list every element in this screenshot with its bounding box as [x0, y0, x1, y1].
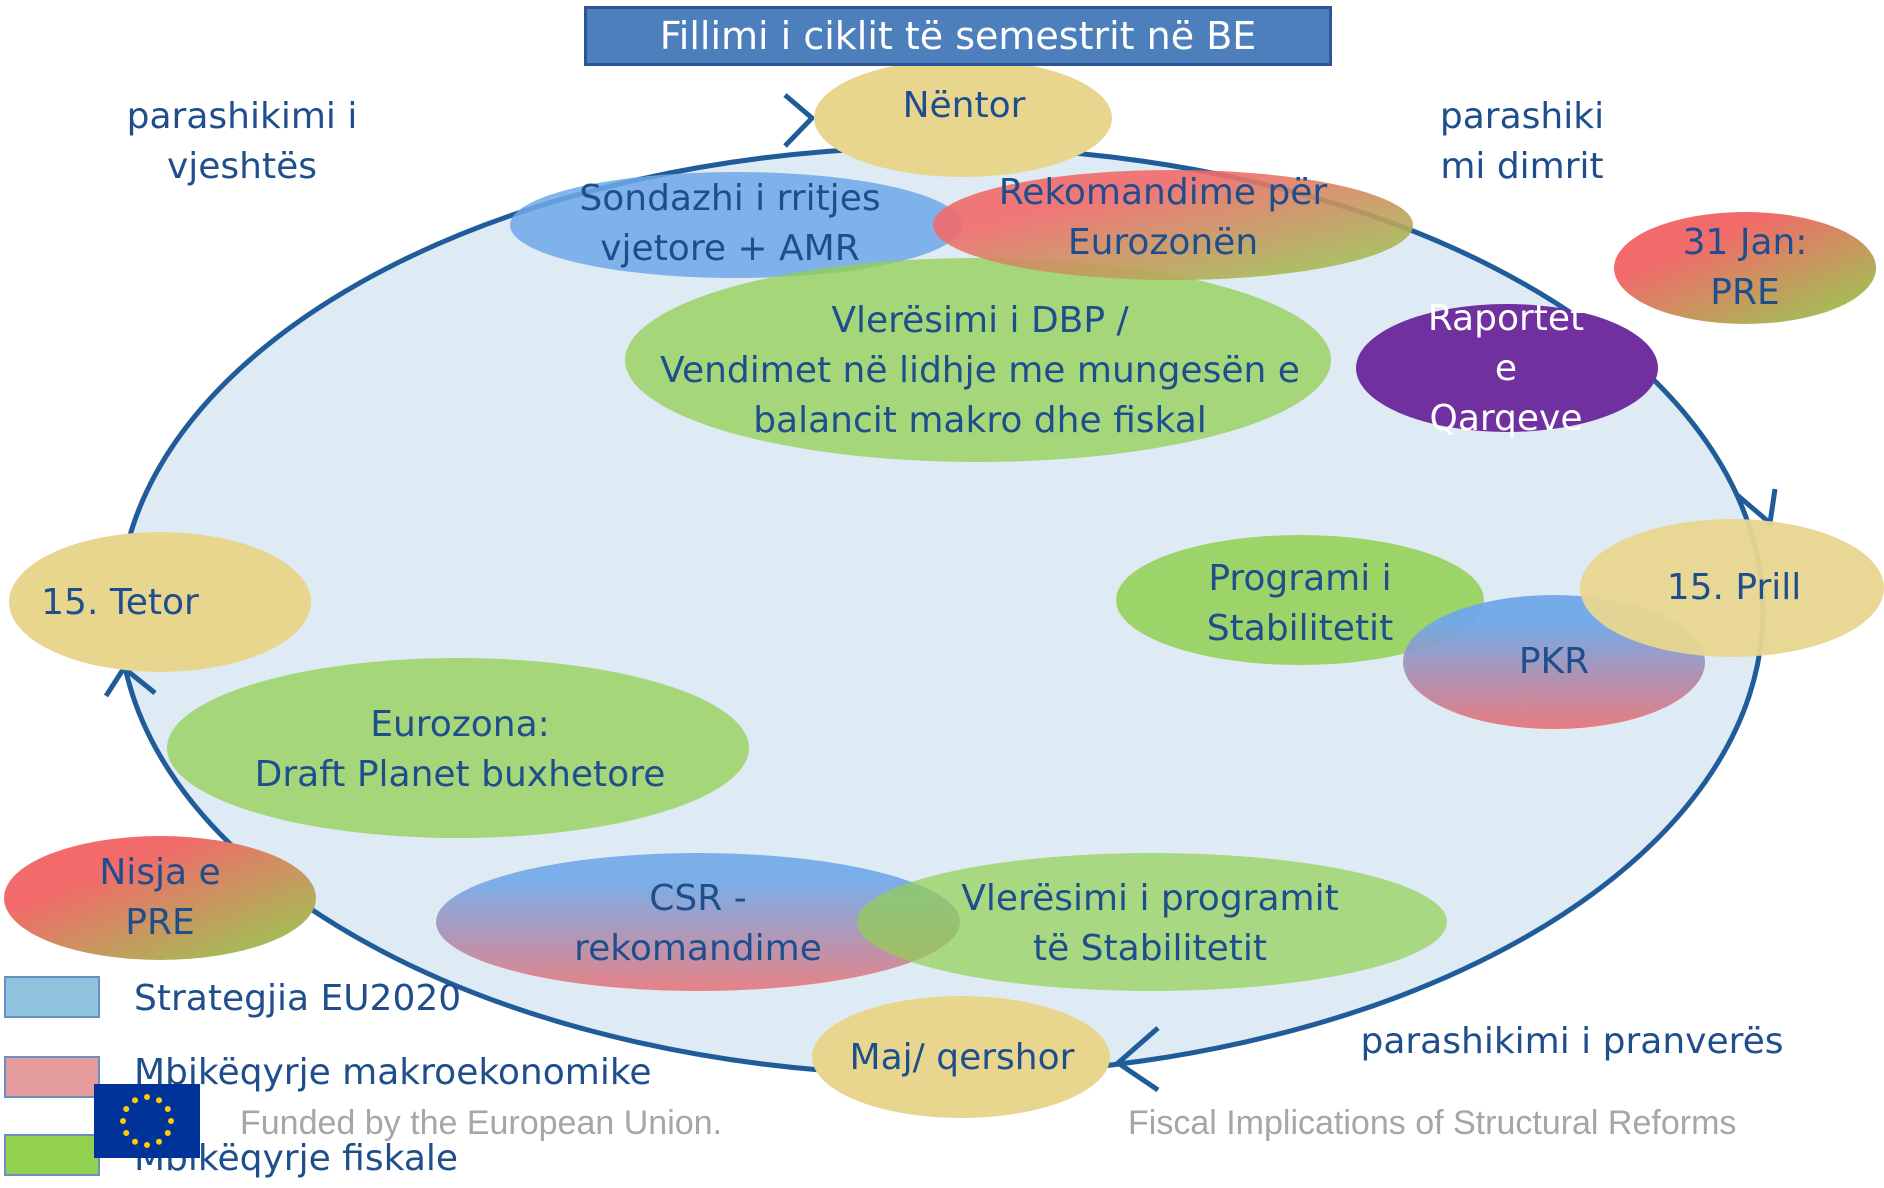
- eu-star-icon: [168, 1118, 174, 1124]
- apr-ellipse: [1580, 519, 1884, 657]
- csr-label: CSR - rekomandime: [574, 878, 822, 969]
- forecast-spring: parashikimi i pranverës: [1360, 1021, 1784, 1062]
- oct-ellipse: [9, 532, 311, 672]
- footer-project: Fiscal Implications of Structural Reform…: [1128, 1104, 1737, 1142]
- legend-swatch-fiscal: [4, 1134, 100, 1176]
- diagram-title: Fillimi i ciklit të semestrit në BE: [584, 6, 1332, 66]
- pre-launch-ellipse: [4, 836, 316, 960]
- stability-eval-ellipse: [857, 853, 1447, 991]
- may-ellipse: [812, 996, 1110, 1118]
- eu-star-icon: [123, 1130, 130, 1136]
- eu-flag-logo: [94, 1084, 200, 1158]
- stability-eval-label: Vlerësimi i programit të Stabilitetit: [961, 878, 1339, 969]
- eurozone-dbp-label: Eurozona: Draft Planet buxhetore: [254, 704, 666, 795]
- eu-star-icon: [132, 1138, 138, 1145]
- eu-star-icon: [164, 1130, 171, 1136]
- dbp-ellipse: [625, 258, 1331, 462]
- eu-star-icon: [156, 1138, 162, 1145]
- eu-star-icon: [164, 1106, 171, 1112]
- eu-star-icon: [144, 1142, 150, 1148]
- eu-star-icon: [144, 1094, 150, 1100]
- dbp-label: Vlerësimi i DBP / Vendimet në lidhje me …: [660, 300, 1300, 441]
- ags-ellipse: [510, 172, 962, 278]
- pre-launch-label: Nisja e PRE: [99, 852, 221, 943]
- ags-label: Sondazhi i rritjes vjetore + AMR: [579, 178, 881, 269]
- pkr-label: PKR: [1518, 641, 1590, 682]
- country-reports-ellipse: [1356, 304, 1658, 432]
- nov-ellipse: [814, 59, 1112, 177]
- eurozone-dbp-ellipse: [167, 658, 749, 838]
- csr-ellipse: [436, 853, 960, 991]
- phase-october: 15. Tetor: [41, 582, 199, 623]
- phase-april: 15. Prill: [1666, 567, 1802, 608]
- eu-star-icon: [156, 1097, 162, 1104]
- euro-rec-label: Rekomandime për Eurozonën: [998, 172, 1328, 263]
- legend-swatch-macro: [4, 1056, 100, 1098]
- arrow-bottom-icon: [1113, 1026, 1160, 1093]
- eu-star-icon: [120, 1118, 126, 1124]
- stability-ellipse: [1116, 535, 1484, 665]
- legend-label-macro: Mbikëqyrje makroekonomike: [134, 1052, 652, 1093]
- legend-swatch-strategy: [4, 976, 100, 1018]
- footer-funded: Funded by the European Union.: [240, 1104, 723, 1142]
- jan-label: 31 Jan: PRE: [1682, 222, 1808, 313]
- country-reports-label: Raportet e Qarqeve: [1427, 298, 1585, 439]
- forecast-winter: parashiki mi dimrit: [1439, 96, 1605, 187]
- phase-may-june: Maj/ qershor: [849, 1037, 1075, 1078]
- phase-november: Nëntor: [902, 85, 1026, 126]
- eu-star-icon: [132, 1097, 138, 1104]
- eu-star-icon: [123, 1106, 130, 1112]
- arrow-top-icon: [783, 93, 816, 148]
- jan-ellipse: [1614, 212, 1876, 324]
- legend-label-strategy: Strategjia EU2020: [134, 978, 462, 1019]
- euro-rec-ellipse: [933, 170, 1413, 280]
- forecast-autumn: parashikimi i vjeshtës: [126, 96, 358, 187]
- stability-label: Programi i Stabilitetit: [1206, 558, 1394, 649]
